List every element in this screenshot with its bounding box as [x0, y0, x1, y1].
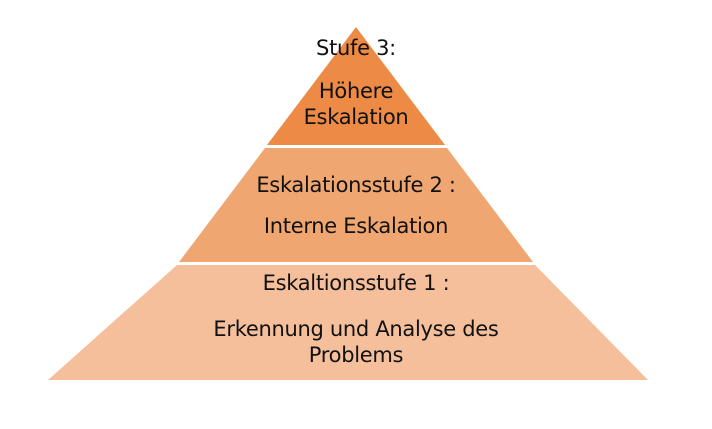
tier-3-shape: [267, 27, 445, 145]
tier-3-subtitle-line-1: Höhere: [318, 79, 394, 103]
tier-1-shape: [48, 265, 648, 380]
tier-2-title: Eskalationsstufe 2 :: [256, 173, 456, 197]
tier-3-title: Stufe 3:: [316, 36, 396, 60]
tier-3-subtitle-line-2: Eskalation: [303, 105, 409, 129]
tier-1-subtitle-line-1: Erkennung und Analyse des: [213, 317, 499, 341]
tier-2-subtitle-line-1: Interne Eskalation: [263, 214, 449, 238]
tier-1-title: Eskaltionsstufe 1 :: [262, 271, 450, 295]
tier-2-shape: [179, 148, 533, 262]
tier-1-subtitle-line-2: Problems: [308, 343, 404, 367]
